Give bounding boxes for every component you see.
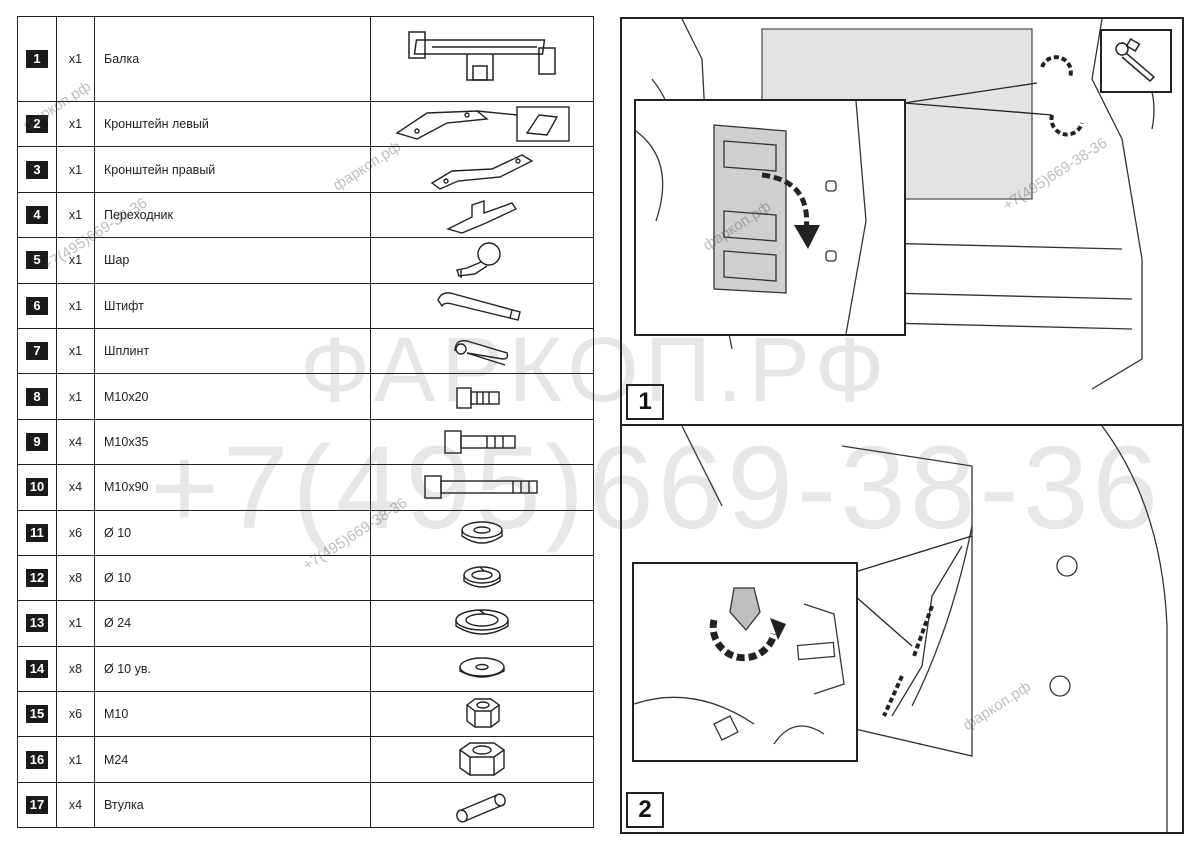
bracket-left-drawing: [395, 106, 570, 142]
part-number: 8: [26, 387, 48, 406]
part-quantity: x4: [56, 464, 95, 511]
part-quantity: x6: [56, 509, 95, 556]
step-number-badge: 1: [626, 384, 664, 420]
bushing-drawing: [456, 793, 506, 823]
parts-row: 1 x1 Балка: [17, 16, 594, 102]
part-name: M10x20: [94, 373, 371, 420]
bolt-medium-drawing: [444, 430, 516, 454]
part-quantity: x1: [56, 736, 95, 783]
part-number: 10: [26, 478, 48, 497]
part-name: Ø 10 ув.: [94, 645, 371, 693]
part-quantity: x1: [56, 282, 95, 329]
wide-washer-drawing: [459, 657, 505, 678]
part-name: Переходник: [94, 191, 371, 239]
tow-beam-drawing: [408, 31, 556, 81]
part-quantity: x1: [56, 327, 95, 375]
flat-washer-drawing: [461, 521, 503, 544]
part-name: M10: [94, 691, 371, 738]
part-quantity: x1: [56, 600, 95, 647]
part-quantity: x4: [56, 418, 95, 466]
part-name: Штифт: [94, 282, 371, 329]
part-name: Шплинт: [94, 327, 371, 375]
parts-row: 13 x1 Ø 24: [17, 600, 594, 647]
part-quantity: x8: [56, 554, 95, 602]
part-name: M10x90: [94, 464, 371, 511]
parts-list-table: 1 x1 Балка 2 x1 Кронштейн ле: [17, 16, 594, 829]
step-1-illustration: 1: [620, 17, 1184, 426]
part-number: 6: [26, 296, 48, 315]
parts-row: 8 x1 M10x20: [17, 373, 594, 420]
parts-row: 15 x6 M10: [17, 691, 594, 738]
wing-nut-drawing: [634, 587, 845, 745]
tow-ball-drawing: [456, 242, 501, 279]
part-number: 12: [26, 569, 48, 588]
tool-inset: [1100, 29, 1172, 93]
parts-row: 16 x1 M24: [17, 736, 594, 783]
parts-row: 4 x1 Переходник: [17, 191, 594, 239]
part-name: Ø 24: [94, 600, 371, 647]
part-quantity: x1: [56, 191, 95, 239]
step-1-detail-inset: [634, 99, 906, 336]
part-name: Кронштейн правый: [94, 146, 371, 193]
part-number: 11: [26, 523, 48, 542]
part-number: 17: [26, 796, 48, 815]
bolt-short-drawing: [456, 386, 500, 409]
part-number: 9: [26, 432, 48, 451]
socket-wrench-icon: [1115, 38, 1156, 83]
part-name: Ø 10: [94, 554, 371, 602]
part-quantity: x1: [56, 373, 95, 420]
part-name: Втулка: [94, 781, 371, 829]
part-name: Кронштейн левый: [94, 100, 371, 148]
trim-panel-removal-drawing: [636, 101, 867, 334]
part-number: 15: [26, 705, 48, 724]
part-quantity: x1: [56, 146, 95, 193]
part-name: Балка: [94, 16, 371, 102]
part-quantity: x1: [56, 100, 95, 148]
part-name: Шар: [94, 237, 371, 284]
parts-row: 6 x1 Штифт: [17, 282, 594, 329]
part-number: 1: [26, 50, 48, 68]
parts-row: 9 x4 M10x35: [17, 418, 594, 466]
part-quantity: x4: [56, 781, 95, 829]
step-2-detail-inset: [632, 562, 858, 762]
part-quantity: x1: [56, 16, 95, 102]
parts-row: 10 x4 M10x90: [17, 464, 594, 511]
bracket-right-drawing: [430, 153, 534, 190]
spring-washer-large-drawing: [455, 609, 509, 636]
part-quantity: x1: [56, 237, 95, 284]
part-quantity: x8: [56, 645, 95, 693]
parts-row: 11 x6 Ø 10: [17, 509, 594, 556]
parts-row: 7 x1 Шплинт: [17, 327, 594, 375]
part-quantity: x6: [56, 691, 95, 738]
part-name: Ø 10: [94, 509, 371, 556]
parts-row: 5 x1 Шар: [17, 237, 594, 284]
parts-row: 12 x8 Ø 10: [17, 554, 594, 602]
parts-row: 14 x8 Ø 10 ув.: [17, 645, 594, 693]
part-number: 16: [26, 750, 48, 769]
step-2-illustration: 2: [620, 424, 1184, 834]
part-number: 14: [26, 659, 48, 678]
part-number: 7: [26, 342, 48, 361]
pin-drawing: [437, 291, 521, 321]
parts-row: 3 x1 Кронштейн правый: [17, 146, 594, 193]
adapter-drawing: [446, 199, 518, 234]
part-number: 4: [26, 205, 48, 224]
part-number: 2: [26, 115, 48, 134]
part-number: 13: [26, 614, 48, 633]
bolt-long-drawing: [424, 475, 538, 500]
part-name: M24: [94, 736, 371, 783]
parts-row: 17 x4 Втулка: [17, 781, 594, 829]
step-number-badge: 2: [626, 792, 664, 828]
part-number: 3: [26, 160, 48, 179]
spring-washer-drawing: [463, 566, 501, 588]
part-number: 5: [26, 251, 48, 270]
part-name: M10x35: [94, 418, 371, 466]
nut-large-drawing: [458, 741, 506, 776]
trunk-side-wiring-drawing: [681, 426, 1168, 832]
cotter-pin-drawing: [454, 340, 509, 366]
nut-drawing: [465, 698, 501, 728]
parts-row: 2 x1 Кронштейн левый: [17, 100, 594, 148]
